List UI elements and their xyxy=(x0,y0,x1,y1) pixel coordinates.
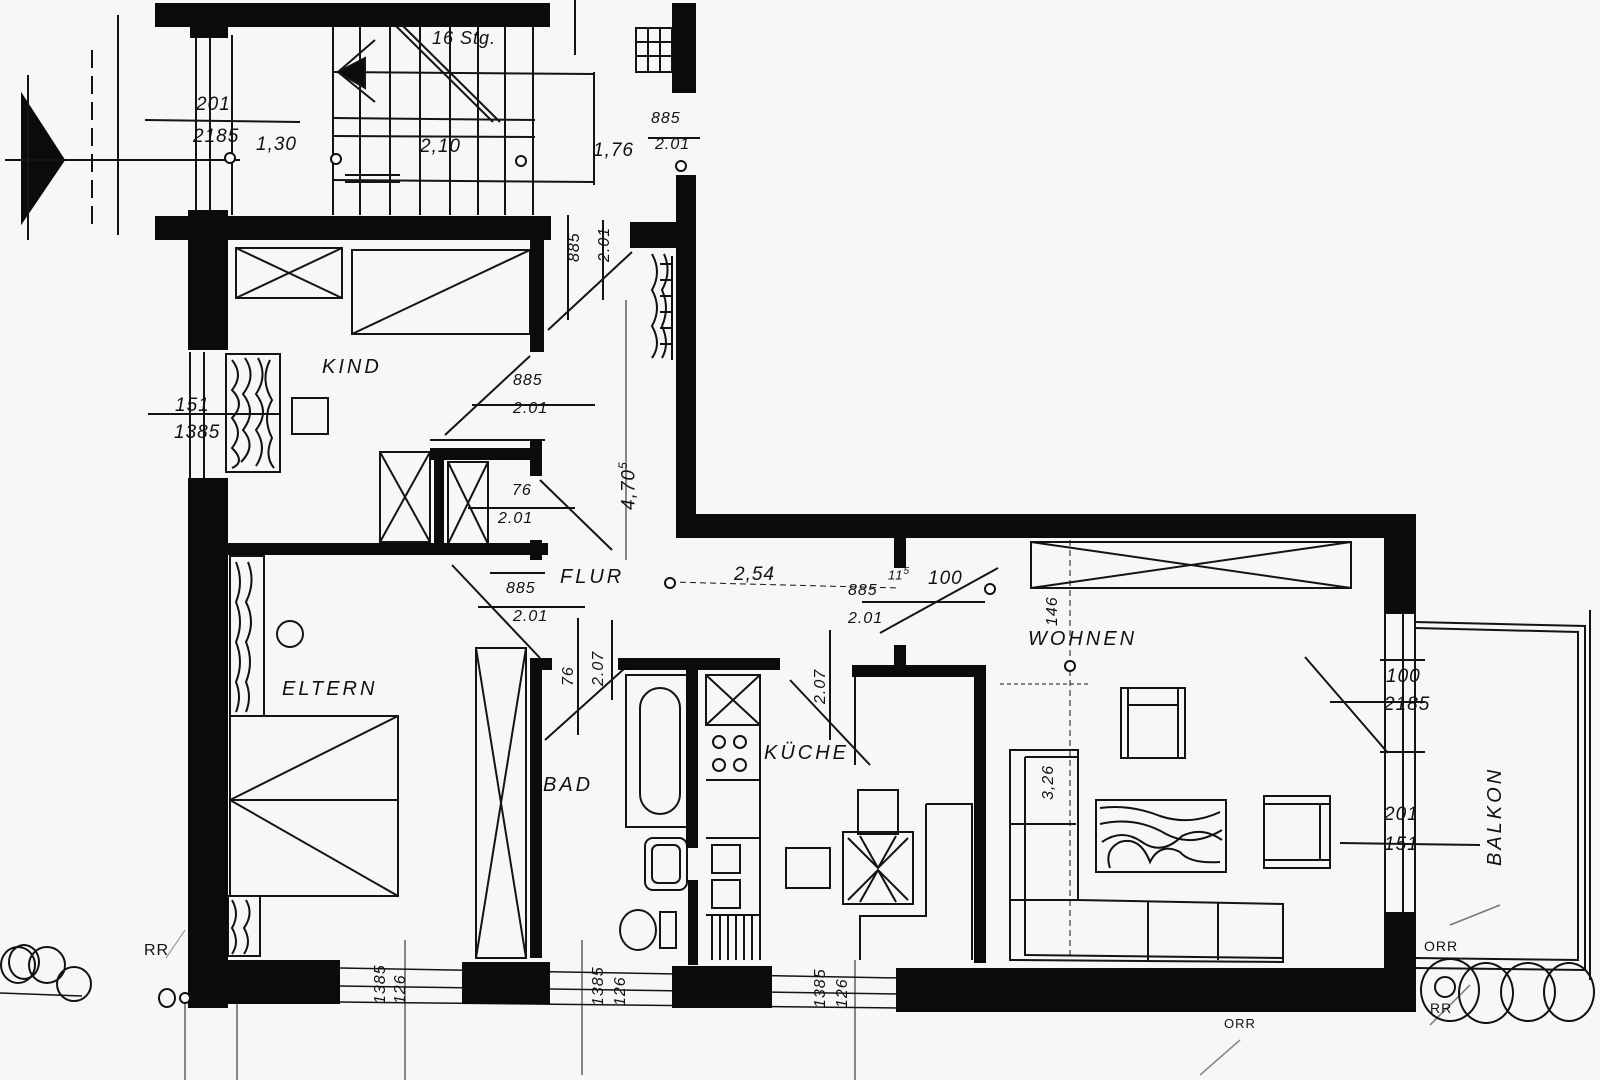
wood-hatch-group xyxy=(230,253,1223,955)
dim-door-eltern-a: 885 xyxy=(506,580,536,597)
wall-stair-east-top xyxy=(672,3,696,93)
reference-dot xyxy=(675,160,687,172)
dim-south-window-2-top: 1385 xyxy=(590,966,607,1006)
wall-closet-east-2 xyxy=(530,540,542,560)
wall-pillar-entry-top xyxy=(190,3,228,38)
dim-closet-door-b: 2.01 xyxy=(498,510,534,527)
annotation-rr-balkon: RR xyxy=(1430,1000,1453,1016)
dim-flur-length: 4,705 xyxy=(616,461,640,510)
dim-door-bad-b: 2.07 xyxy=(590,650,607,686)
room-label-kind: KIND xyxy=(322,356,382,378)
reference-dot xyxy=(179,992,191,1004)
wall-wohnen-stub xyxy=(894,645,906,670)
wall-bad-kueche xyxy=(686,658,698,848)
reference-dot xyxy=(330,153,342,165)
room-label-eltern: ELTERN xyxy=(282,678,378,700)
reference-dot xyxy=(1064,660,1076,672)
wall-closet-east xyxy=(530,440,542,476)
dim-wohnen-depth-top: 146 xyxy=(1044,596,1061,626)
dim-door-kueche-b: 2.07 xyxy=(812,668,829,704)
wall-flur-east xyxy=(676,175,696,530)
dim-entry-width: 1,30 xyxy=(256,134,297,155)
wall-wohnen-stub-top xyxy=(894,538,906,568)
dim-door-stair-b: 2.01 xyxy=(596,226,613,262)
wall-west-kind-top xyxy=(188,210,228,350)
wall-eltern-bad xyxy=(530,658,542,958)
dim-door-top-a: 885 xyxy=(651,110,681,127)
dim-balkon-window-top: 201 xyxy=(1384,804,1419,825)
wall-west-lower xyxy=(188,478,228,1008)
reference-dot xyxy=(984,583,996,595)
wall-wohnen-east-top xyxy=(1384,514,1416,614)
dim-south-window-1-top: 1385 xyxy=(372,964,389,1004)
dim-balkon-door-top: 100 xyxy=(1386,666,1421,687)
reference-dot xyxy=(224,152,236,164)
dim-wohnen-door-width: 100 xyxy=(928,568,963,589)
dim-wohnen-offset: 115 xyxy=(888,566,911,583)
dim-south-window-3-bottom: 126 xyxy=(834,978,851,1008)
dim-flur-width: 2,54 xyxy=(734,564,775,585)
dim-entry-window-bottom: 2185 xyxy=(193,126,240,147)
wall-south-eltern xyxy=(188,960,340,1004)
room-label-kueche: KÜCHE xyxy=(764,742,850,764)
shrub-icon xyxy=(1543,962,1595,1022)
wall-kueche-wohnen xyxy=(974,665,986,963)
shrub-icon xyxy=(28,946,66,984)
room-label-bad: BAD xyxy=(543,774,594,796)
dim-south-window-2-bottom: 126 xyxy=(612,976,629,1006)
reference-dot xyxy=(515,155,527,167)
dim-door-eltern-b: 2.01 xyxy=(513,608,549,625)
stair-width-label: 2,10 xyxy=(420,136,461,157)
annotation-rr-left: RR xyxy=(144,942,170,959)
wall-wohnen-north xyxy=(676,514,1416,538)
wall-closet-mid xyxy=(434,448,444,548)
wall-closet-top xyxy=(430,448,542,460)
wall-south-kueche xyxy=(672,966,772,1008)
dim-kind-window-bottom: 1385 xyxy=(174,422,221,443)
dim-landing-width: 1,76 xyxy=(593,140,634,161)
reference-dot xyxy=(664,577,676,589)
wall-flur-stub xyxy=(630,222,690,248)
dim-door-stair-a: 885 xyxy=(566,232,583,262)
dim-entry-window-top: 201 xyxy=(196,94,231,115)
wall-kind-eltern xyxy=(228,543,548,555)
dim-door-kind-a: 885 xyxy=(513,372,543,389)
dim-south-window-3-top: 1385 xyxy=(812,968,829,1008)
dim-door-top-b: 2.01 xyxy=(655,136,691,153)
wall-south-bad xyxy=(462,962,550,1004)
wall-bad-north xyxy=(618,658,780,670)
room-label-wohnen: WOHNEN xyxy=(1028,628,1138,650)
room-label-balkon: BALKON xyxy=(1484,766,1506,866)
downpipe-icon xyxy=(1434,976,1456,998)
wall-bad-kueche-lower xyxy=(688,880,698,965)
dim-closet-door-a: 76 xyxy=(512,482,532,499)
dim-door-bad-a: 76 xyxy=(560,666,577,686)
wall-kind-east xyxy=(530,240,544,352)
room-label-flur: FLUR xyxy=(560,566,625,588)
wall-kueche-north xyxy=(852,665,982,677)
dim-balkon-door-bottom: 2185 xyxy=(1384,694,1431,715)
dim-south-window-1-bottom: 126 xyxy=(392,974,409,1004)
stair-steps-label: 16 Stg. xyxy=(432,28,497,48)
dim-door-wohnen-a: 885 xyxy=(848,582,878,599)
wall-bad-stub xyxy=(540,658,552,670)
dim-balkon-window-bottom: 151 xyxy=(1384,834,1419,855)
dim-wohnen-depth: 3,26 xyxy=(1040,764,1057,800)
annotation-orr-bottom: ORR xyxy=(1224,1016,1256,1031)
entry-arrow-icon xyxy=(21,91,66,226)
shrub-icon xyxy=(56,966,92,1002)
annotation-orr-balkon: ORR xyxy=(1424,938,1459,954)
downpipe-icon xyxy=(158,988,176,1008)
dim-door-wohnen-b: 2.01 xyxy=(848,610,884,627)
dim-kind-window-top: 151 xyxy=(175,395,210,416)
dim-door-kind-b: 2.01 xyxy=(513,400,549,417)
wall-south-wohnen xyxy=(896,968,1416,1012)
